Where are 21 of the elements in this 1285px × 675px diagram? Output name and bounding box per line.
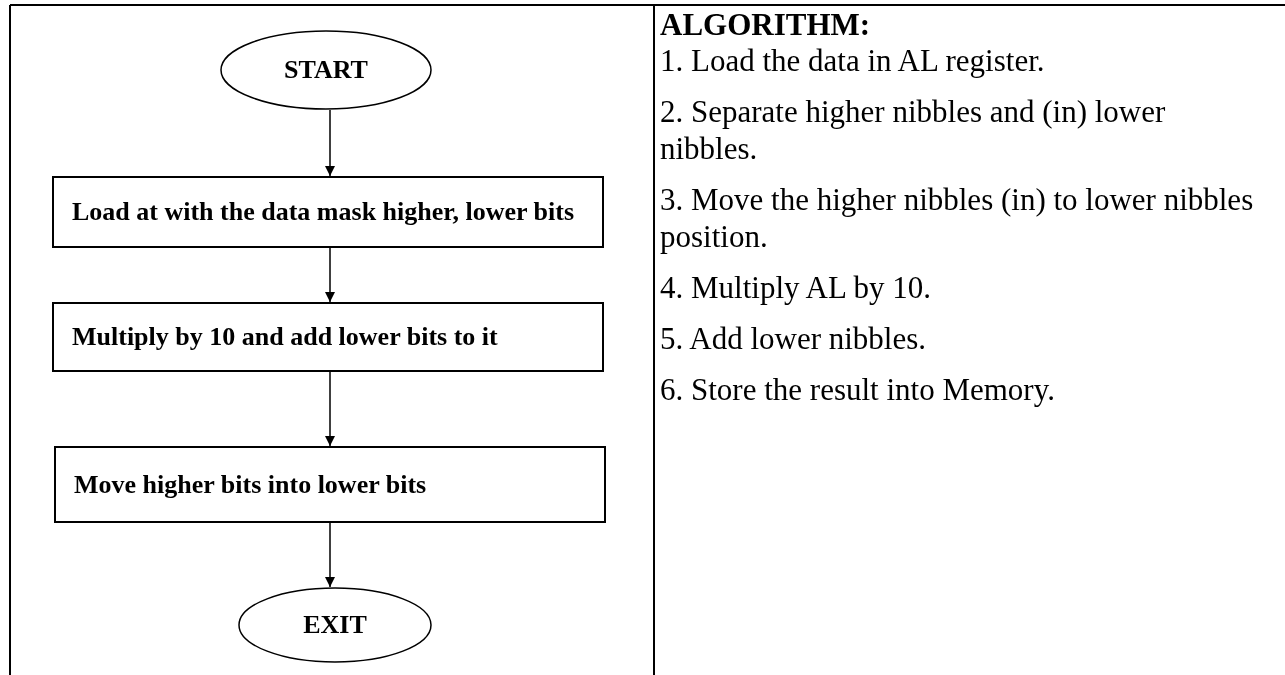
terminal-ellipse (238, 587, 432, 663)
process-box (54, 446, 606, 523)
flow-arrow (325, 247, 335, 303)
algorithm-step: 6. Store the result into Memory. (660, 371, 1260, 408)
process-label: Load at with the data mask higher, lower bits (72, 197, 574, 227)
algorithm-step: 4. Multiply AL by 10. (660, 269, 1260, 306)
process-box (52, 302, 604, 372)
flow-arrow (325, 109, 335, 177)
flow-arrow (325, 371, 335, 447)
algorithm-step: 2. Separate higher nibbles and (in) lower nibbles. (660, 93, 1260, 167)
algorithm-step: 1. Load the data in AL register. (660, 42, 1260, 79)
process-box (52, 176, 604, 248)
process-label: Move higher bits into lower bits (74, 469, 427, 500)
process-label: Multiply by 10 and add lower bits to it (72, 322, 498, 352)
section-heading: ALGORITHM: (660, 8, 872, 42)
terminal-label: EXIT (303, 610, 367, 640)
flow-arrow (325, 522, 335, 588)
algorithm-step: 5. Add lower nibbles. (660, 320, 1260, 357)
algorithm-step: 3. Move the higher nibbles (in) to lower nibbles position. (660, 181, 1260, 255)
terminal-ellipse (220, 30, 432, 110)
terminal-label: START (284, 55, 368, 85)
